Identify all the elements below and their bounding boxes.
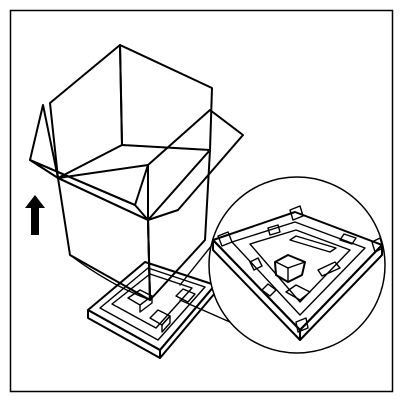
cardboard-box xyxy=(29,44,244,301)
detail-zoom-circle xyxy=(179,176,386,354)
up-arrow-icon xyxy=(25,195,45,235)
